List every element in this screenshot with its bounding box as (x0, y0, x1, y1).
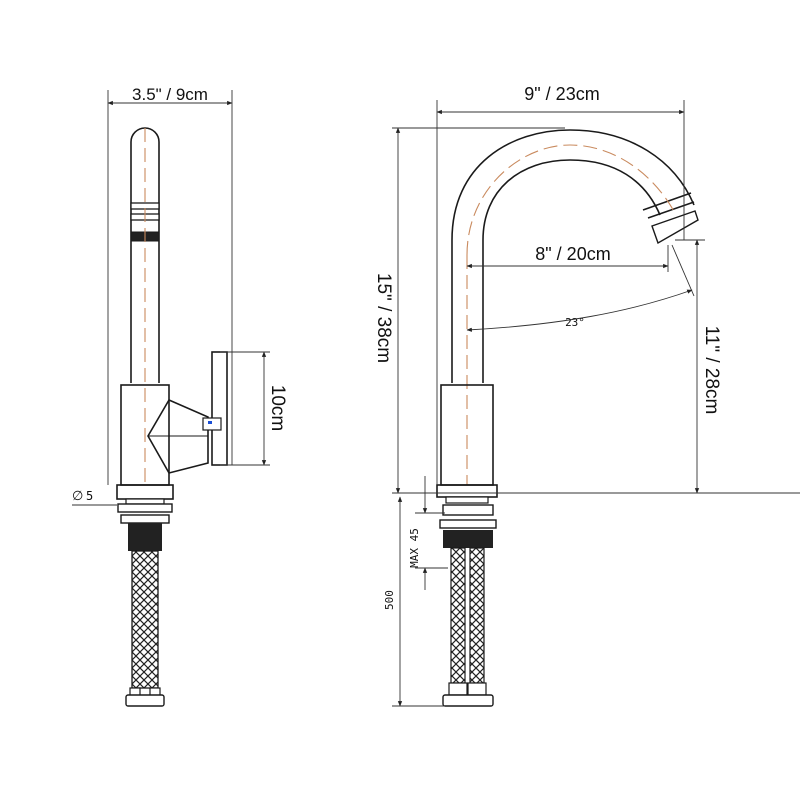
diameter-symbol-icon: ∅ (72, 488, 83, 503)
total-height-label: 15" / 38cm (373, 273, 394, 363)
side-gasket (445, 496, 489, 504)
side-base-plate (436, 484, 498, 498)
mounting-nut (120, 514, 170, 524)
braided-hose (131, 550, 159, 689)
angle-arc (466, 289, 693, 332)
side-view: 9" / 23cm 8" / 20cm 23° 15" / 38cm 11" /… (373, 84, 800, 707)
spout-tip (651, 210, 699, 245)
hose-hot (469, 547, 485, 684)
side-hose-nut (442, 694, 494, 707)
gooseneck-outer (451, 129, 695, 383)
spout-height-label: 11" / 28cm (701, 326, 722, 415)
hose-hot-fitting (467, 682, 487, 696)
spout-reach-label: 8" / 20cm (535, 244, 610, 264)
tip-ring-2 (647, 201, 695, 219)
side-threaded-shank (443, 530, 493, 548)
gooseneck-inner (482, 159, 661, 383)
lever-height-label: 10cm (267, 385, 288, 431)
base-plate (116, 484, 174, 500)
blue-indicator-icon (208, 421, 212, 424)
angle-reference-line (671, 244, 695, 297)
max-thickness-label: MAX 45 (408, 528, 421, 568)
mounting-washer (117, 503, 173, 513)
angle-label: 23° (565, 316, 585, 329)
side-washer (439, 519, 497, 529)
width-dimension-label: 3.5" / 9cm (132, 85, 208, 104)
tip-ring-1 (642, 192, 692, 211)
spout-centerline (466, 144, 677, 256)
hose-cold (450, 547, 466, 684)
lever-joint (147, 398, 209, 474)
hose-cold-fitting (448, 682, 468, 696)
front-view: 3.5" / 9cm 10cm ∅ 5 (72, 85, 288, 707)
hole-diameter-label: 5 (86, 489, 93, 503)
lever-handle (211, 351, 228, 466)
hose-length-label: 500 (383, 590, 396, 610)
gasket (125, 498, 165, 505)
side-nut-top (442, 504, 494, 516)
threaded-shank (128, 523, 162, 551)
hose-nut (125, 694, 165, 707)
reach-label: 9" / 23cm (524, 84, 599, 104)
